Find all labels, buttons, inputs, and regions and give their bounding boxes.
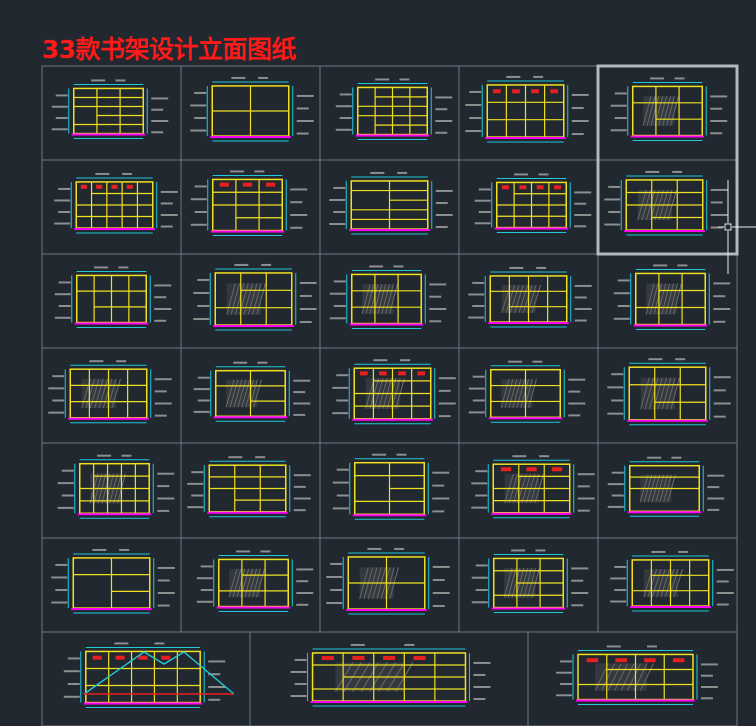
gable-roof-outline: [83, 651, 235, 695]
elevation-11[interactable]: [41, 253, 182, 349]
elevation-19[interactable]: [458, 347, 599, 444]
elevation-30[interactable]: [597, 537, 738, 633]
elevation-01[interactable]: [41, 65, 182, 161]
elevation-10[interactable]: [597, 159, 738, 255]
elevation-33[interactable]: [527, 631, 738, 726]
drawing-frame: [41, 159, 182, 255]
selection-highlight: [596, 64, 739, 256]
elevation-07[interactable]: [180, 159, 321, 255]
elevation-18[interactable]: [319, 347, 460, 444]
crosshair-cursor: [718, 180, 756, 274]
elevation-28[interactable]: [319, 537, 460, 633]
elevation-27[interactable]: [180, 537, 321, 633]
elevation-29[interactable]: [458, 537, 599, 633]
drawing-frame: [41, 631, 251, 726]
drawing-frame: [180, 442, 321, 539]
drawing-frame: [458, 159, 599, 255]
drawing-set-title: 33款书架设计立面图纸: [42, 35, 297, 64]
elevation-09[interactable]: [458, 159, 599, 255]
elevation-21[interactable]: [41, 442, 182, 539]
drawing-frame: [180, 159, 321, 255]
drawing-frame: [319, 65, 460, 161]
elevation-15[interactable]: [597, 253, 738, 349]
drawing-frame: [527, 631, 738, 726]
elevation-32[interactable]: [249, 631, 529, 726]
elevation-20[interactable]: [597, 347, 738, 444]
elevation-05[interactable]: [597, 65, 738, 161]
elevation-08[interactable]: [319, 159, 460, 255]
elevation-06[interactable]: [41, 159, 182, 255]
elevation-22[interactable]: [180, 442, 321, 539]
drawing-frame: [41, 65, 182, 161]
elevation-16[interactable]: [41, 347, 182, 444]
elevation-23[interactable]: [319, 442, 460, 539]
elevation-24[interactable]: [458, 442, 599, 539]
elevation-03[interactable]: [319, 65, 460, 161]
elevation-25[interactable]: [597, 442, 738, 539]
elevation-04[interactable]: [458, 65, 599, 161]
elevation-14[interactable]: [458, 253, 599, 349]
elevation-13[interactable]: [319, 253, 460, 349]
drawing-frame: [458, 65, 599, 161]
elevation-02[interactable]: [180, 65, 321, 161]
elevation-17[interactable]: [180, 347, 321, 444]
elevation-12[interactable]: [180, 253, 321, 349]
elevation-31[interactable]: [41, 631, 251, 726]
elevation-26[interactable]: [41, 537, 182, 633]
